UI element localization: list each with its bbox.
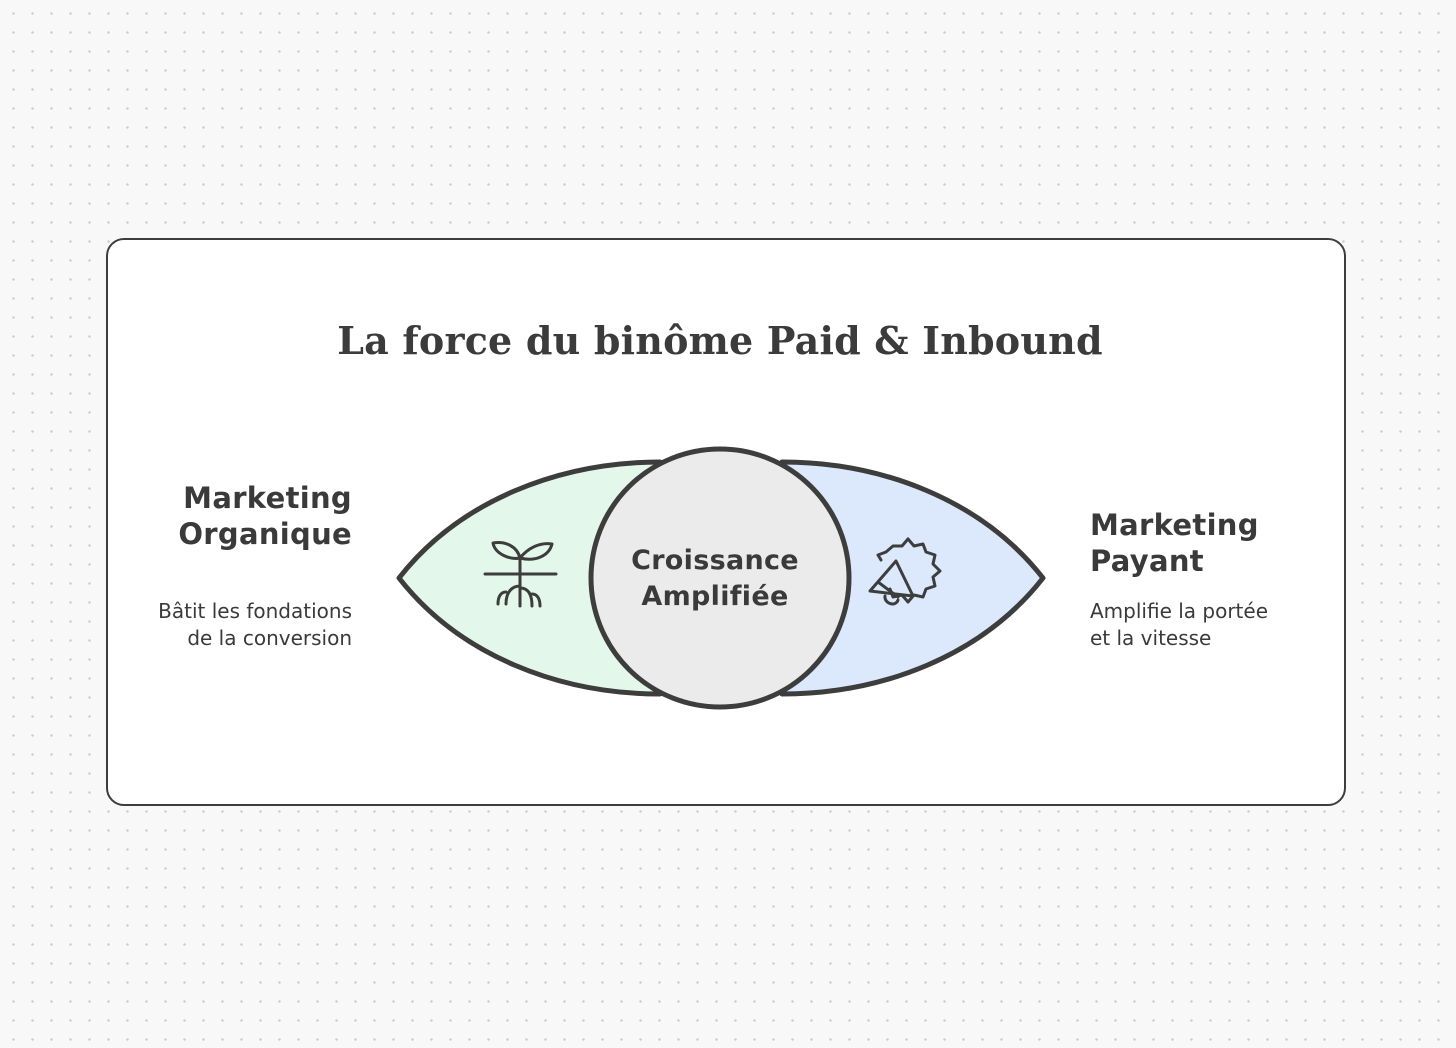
organic-description: Bâtit les fondations de la conversion <box>22 598 352 652</box>
paid-heading: Marketing Payant <box>1090 507 1420 579</box>
paid-description: Amplifie la portée et la vitesse <box>1090 598 1420 652</box>
paid-desc-line1: Amplifie la portée <box>1090 599 1269 623</box>
center-label-line2: Amplifiée <box>641 581 789 612</box>
organic-heading-line1: Marketing <box>183 481 352 515</box>
center-label-line1: Croissance <box>631 545 799 576</box>
organic-desc-line2: de la conversion <box>187 626 352 650</box>
sprout-with-roots-icon <box>483 541 558 608</box>
paid-heading-line2: Payant <box>1090 544 1204 578</box>
center-label: Croissance Amplifiée <box>600 543 830 615</box>
paid-heading-line1: Marketing <box>1090 508 1259 542</box>
paid-desc-line2: et la vitesse <box>1090 626 1212 650</box>
diagram-title: La force du binôme Paid & Inbound <box>337 318 1103 363</box>
organic-desc-line1: Bâtit les fondations <box>158 599 352 623</box>
megaphone-badge-icon <box>868 537 942 606</box>
growth-circle <box>588 446 852 710</box>
organic-heading-line2: Organique <box>178 517 352 551</box>
organic-heading: Marketing Organique <box>22 480 352 552</box>
